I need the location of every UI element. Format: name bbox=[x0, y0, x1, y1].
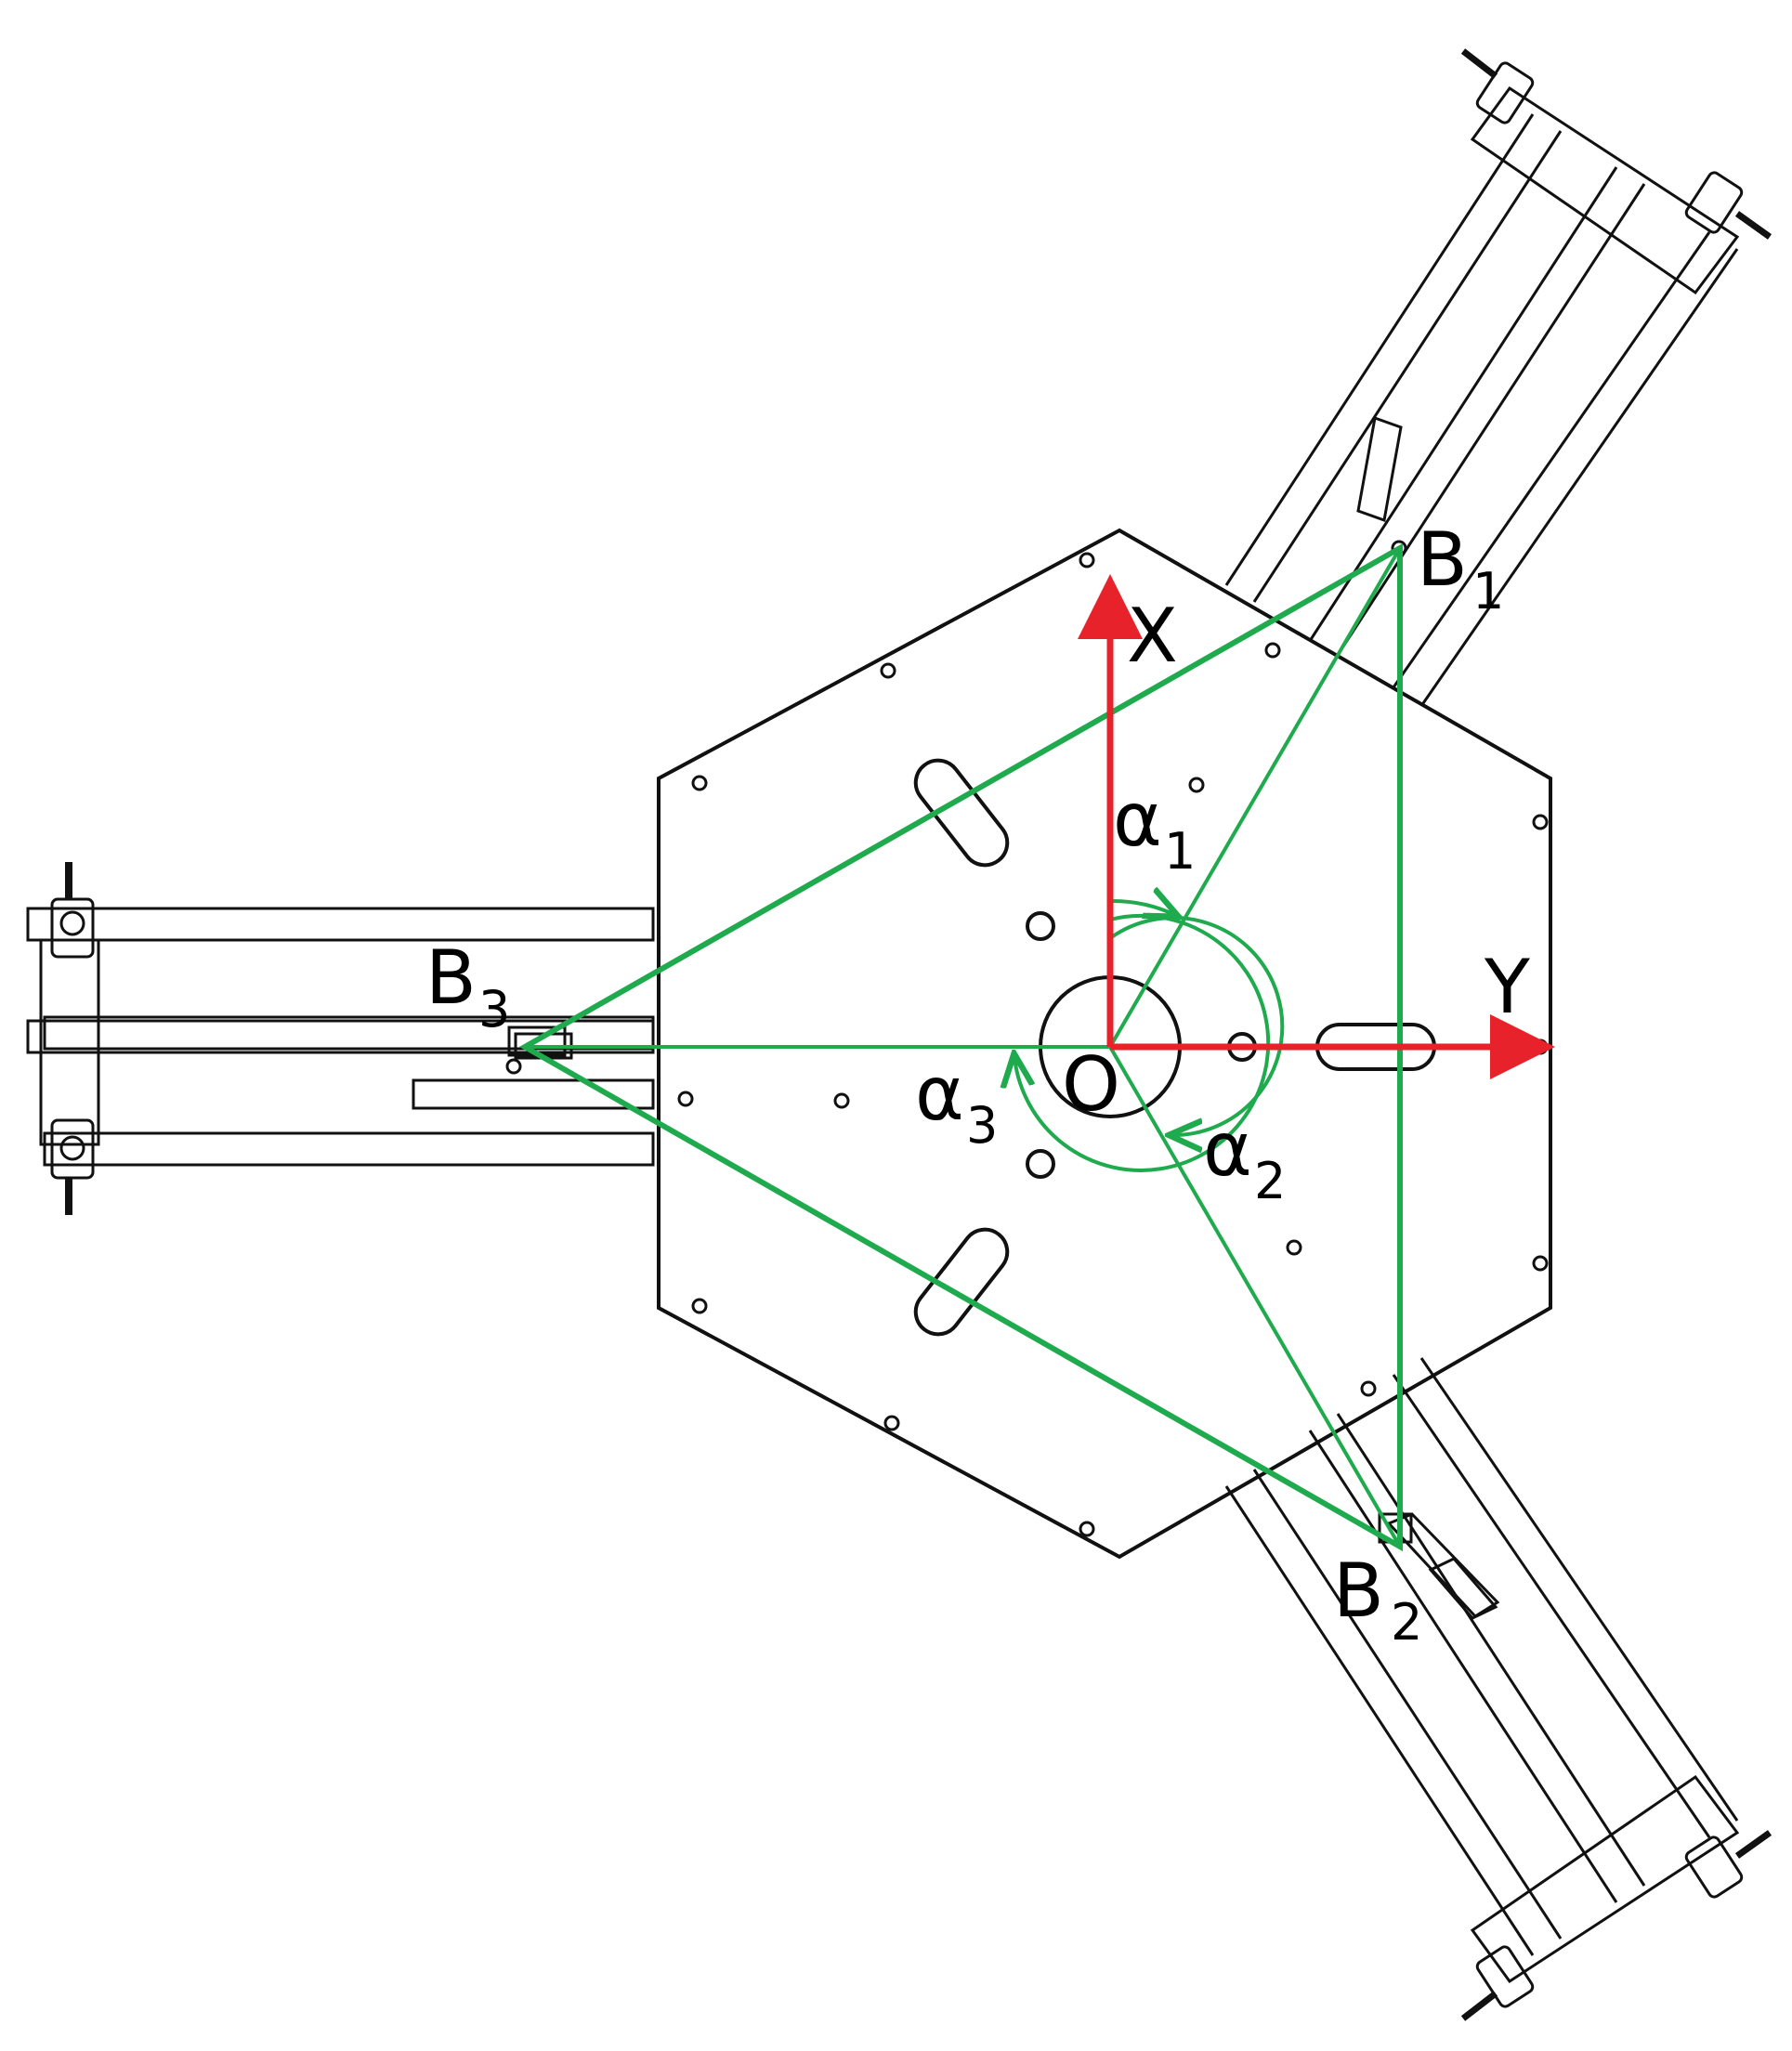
label-y-axis: Y bbox=[1484, 944, 1531, 1030]
label-alpha2: α bbox=[1203, 1106, 1252, 1193]
arc-alpha2 bbox=[1108, 916, 1285, 1135]
label-b2: B bbox=[1333, 1548, 1384, 1634]
label-x-axis: X bbox=[1127, 593, 1178, 679]
upper-right-arm bbox=[1224, 48, 1772, 707]
left-arm bbox=[26, 862, 655, 1215]
slot-lower bbox=[913, 1227, 1010, 1337]
label-alpha3-sub: 3 bbox=[966, 1096, 998, 1155]
lower-right-arm bbox=[1224, 1357, 1772, 2021]
label-b1-sub: 1 bbox=[1472, 562, 1504, 621]
slot-upper bbox=[913, 758, 1010, 868]
mechanical-structure bbox=[26, 48, 1772, 2021]
label-alpha1-sub: 1 bbox=[1164, 822, 1196, 881]
label-origin: O bbox=[1062, 1041, 1120, 1128]
label-alpha3: α bbox=[915, 1051, 964, 1137]
label-alpha2-sub: 2 bbox=[1254, 1152, 1286, 1210]
label-b1: B bbox=[1417, 516, 1468, 603]
line-o-b2 bbox=[1108, 1045, 1402, 1548]
arc-alpha1 bbox=[1109, 901, 1175, 915]
hexagon-plate bbox=[657, 528, 1552, 1560]
line-o-b1 bbox=[1108, 546, 1402, 1049]
label-b3: B bbox=[425, 934, 477, 1021]
arc-alpha3 bbox=[1014, 914, 1271, 1172]
label-b2-sub: 2 bbox=[1391, 1593, 1422, 1652]
label-alpha1: α bbox=[1113, 777, 1162, 863]
label-b3-sub: 3 bbox=[478, 980, 510, 1039]
coordinate-axes bbox=[1078, 574, 1555, 1079]
